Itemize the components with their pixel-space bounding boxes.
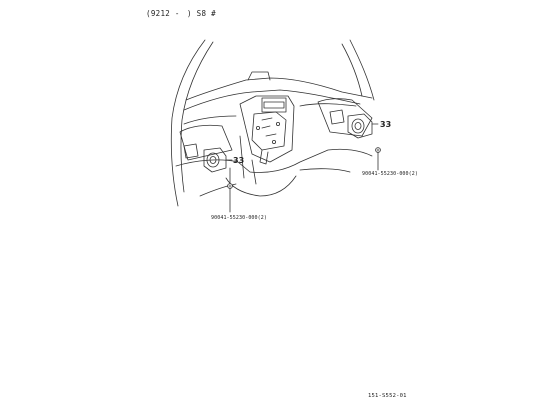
floor-tunnel: [225, 175, 297, 197]
callout-part-right: 90041-55230-000(2): [362, 171, 418, 177]
dash-top: [185, 77, 373, 101]
model-range-label: (9212 -: [146, 9, 180, 18]
callout-number-right: 33: [380, 120, 392, 129]
right-cavity: [317, 98, 373, 137]
a-pillar-left-inner: [180, 41, 214, 193]
floor-right: [299, 168, 351, 173]
speaker-left: [203, 147, 227, 173]
center-console: [239, 95, 295, 163]
floor-left: [199, 183, 237, 197]
dash-panel-left: [183, 115, 237, 125]
speaker-right: [347, 113, 373, 139]
defroster-vent: [247, 71, 271, 81]
a-pillar-right-inner: [341, 43, 363, 97]
callout-part-left: 90041-55230-000(2): [211, 215, 267, 221]
dash-panel-right: [299, 103, 357, 107]
a-pillar-left: [170, 39, 206, 207]
lower-dash: [175, 148, 373, 173]
a-pillar-right: [349, 39, 375, 101]
dash-top-lower: [183, 89, 361, 111]
model-code-label: ) S8 #: [187, 9, 216, 18]
callout-number-left: 33: [233, 156, 245, 165]
figure-reference: 151-S552-01: [368, 393, 407, 399]
left-cavity: [179, 124, 233, 161]
ecu-module: [251, 111, 287, 151]
